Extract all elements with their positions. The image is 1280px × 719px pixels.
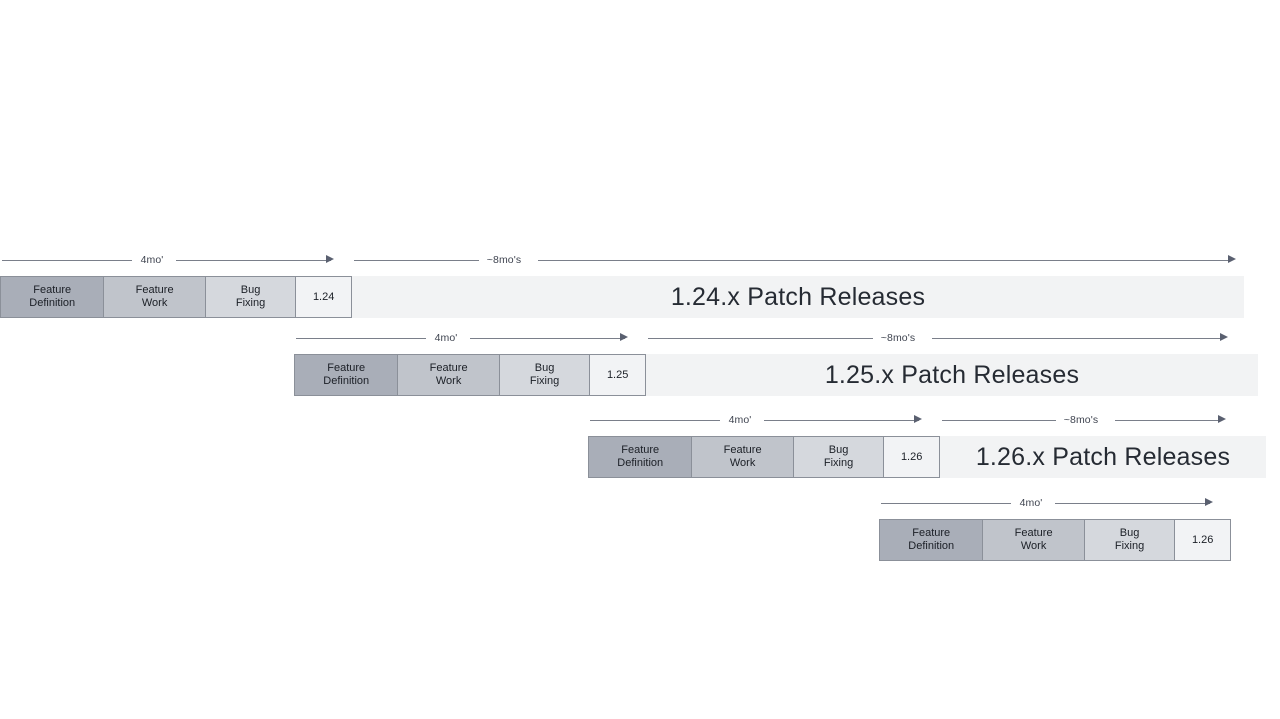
phase-cell-line2: Work	[141, 297, 168, 309]
measure-line-right	[1115, 420, 1220, 421]
patch-band-1-24: 1.24.x Patch Releases	[352, 276, 1244, 318]
measure-arrowhead-dev-2	[620, 333, 628, 341]
measure-line-left	[2, 260, 132, 261]
phase-cell-line2: Fixing	[1114, 540, 1145, 552]
phase-cell-line2: Definition	[617, 457, 664, 469]
measure-line-left	[942, 420, 1056, 421]
measure-patch-row-3: ~8mo's	[940, 412, 1240, 428]
phase-cell-line1: Feature	[1014, 527, 1053, 539]
measure-line-left	[881, 503, 1011, 504]
phase-cell-line2: Definition	[29, 297, 76, 309]
phase-cell-line1: Bug	[534, 362, 555, 374]
phase-cell-line1: Feature	[912, 527, 951, 539]
phase-cell-version-1-24: 1.24	[296, 277, 351, 317]
measure-dev-row-4: 4mo'	[879, 495, 1231, 511]
phase-cell-bug-fixing: Bug Fixing	[793, 437, 885, 477]
phase-cell-line1: Bug	[1119, 527, 1140, 539]
phase-cell-version-1-26: 1.26	[884, 437, 939, 477]
phase-cell-feature-definition: Feature Definition	[295, 355, 399, 395]
measure-line-right	[470, 338, 625, 339]
phase-cell-bug-fixing: Bug Fixing	[1084, 520, 1176, 560]
phase-cell-line1: Feature	[327, 362, 366, 374]
phase-cell-feature-work: Feature Work	[983, 520, 1085, 560]
patch-band-label-1-25: 1.25.x Patch Releases	[824, 360, 1080, 389]
measure-line-left	[354, 260, 479, 261]
phase-cell-feature-definition: Feature Definition	[1, 277, 105, 317]
patch-band-label-1-24: 1.24.x Patch Releases	[670, 282, 926, 311]
phase-cell-line1: Feature	[723, 444, 762, 456]
measure-arrowhead-patch-1	[1228, 255, 1236, 263]
phase-bar-next: Feature Definition Feature Work Bug Fixi…	[879, 519, 1231, 561]
phase-bar-1-26: Feature Definition Feature Work Bug Fixi…	[588, 436, 940, 478]
measure-line-right	[1055, 503, 1210, 504]
phase-cell-feature-work: Feature Work	[398, 355, 500, 395]
phase-cell-line2: Fixing	[235, 297, 266, 309]
phase-cell-feature-definition: Feature Definition	[880, 520, 984, 560]
phase-cell-line2: Fixing	[529, 375, 560, 387]
phase-cell-line2: Work	[435, 375, 462, 387]
patch-band-label-1-26: 1.26.x Patch Releases	[975, 442, 1231, 471]
measure-dev-row-1: 4mo'	[0, 252, 352, 268]
phase-cell-line1: Bug	[240, 284, 261, 296]
measure-label-dev-2: 4mo'	[434, 332, 458, 344]
measure-dev-row-3: 4mo'	[588, 412, 940, 428]
measure-line-right	[538, 260, 1230, 261]
measure-line-left	[648, 338, 873, 339]
phase-cell-line2: Definition	[908, 540, 955, 552]
phase-cell-line1: Feature	[429, 362, 468, 374]
measure-label-patch-1: ~8mo's	[486, 254, 522, 266]
phase-cell-line2: Definition	[323, 375, 370, 387]
measure-label-dev-4: 4mo'	[1019, 497, 1043, 509]
measure-patch-row-1: ~8mo's	[352, 252, 1242, 268]
phase-cell-line1: Bug	[828, 444, 849, 456]
phase-cell-line1: Feature	[33, 284, 72, 296]
measure-dev-row-2: 4mo'	[294, 330, 646, 346]
patch-band-1-25: 1.25.x Patch Releases	[646, 354, 1258, 396]
phase-cell-version-next: 1.26	[1175, 520, 1230, 560]
phase-cell-line1: Feature	[135, 284, 174, 296]
measure-arrowhead-patch-2	[1220, 333, 1228, 341]
measure-line-right	[764, 420, 919, 421]
phase-cell-line2: Work	[1020, 540, 1047, 552]
measure-label-patch-3: ~8mo's	[1063, 414, 1099, 426]
measure-patch-row-2: ~8mo's	[646, 330, 1238, 346]
phase-cell-bug-fixing: Bug Fixing	[205, 277, 297, 317]
measure-line-right	[932, 338, 1222, 339]
measure-label-dev-1: 4mo'	[140, 254, 164, 266]
phase-bar-1-24: Feature Definition Feature Work Bug Fixi…	[0, 276, 352, 318]
measure-arrowhead-dev-1	[326, 255, 334, 263]
measure-label-dev-3: 4mo'	[728, 414, 752, 426]
measure-arrowhead-patch-3	[1218, 415, 1226, 423]
phase-cell-line1: Feature	[621, 444, 660, 456]
phase-cell-feature-definition: Feature Definition	[589, 437, 693, 477]
phase-cell-feature-work: Feature Work	[104, 277, 206, 317]
patch-band-1-26: 1.26.x Patch Releases	[940, 436, 1266, 478]
measure-line-left	[296, 338, 426, 339]
phase-bar-1-25: Feature Definition Feature Work Bug Fixi…	[294, 354, 646, 396]
measure-arrowhead-dev-3	[914, 415, 922, 423]
phase-cell-feature-work: Feature Work	[692, 437, 794, 477]
phase-cell-bug-fixing: Bug Fixing	[499, 355, 591, 395]
measure-arrowhead-dev-4	[1205, 498, 1213, 506]
phase-cell-version-1-25: 1.25	[590, 355, 645, 395]
measure-line-right	[176, 260, 331, 261]
phase-cell-line2: Work	[729, 457, 756, 469]
phase-cell-line2: Fixing	[823, 457, 854, 469]
measure-label-patch-2: ~8mo's	[880, 332, 916, 344]
measure-line-left	[590, 420, 720, 421]
